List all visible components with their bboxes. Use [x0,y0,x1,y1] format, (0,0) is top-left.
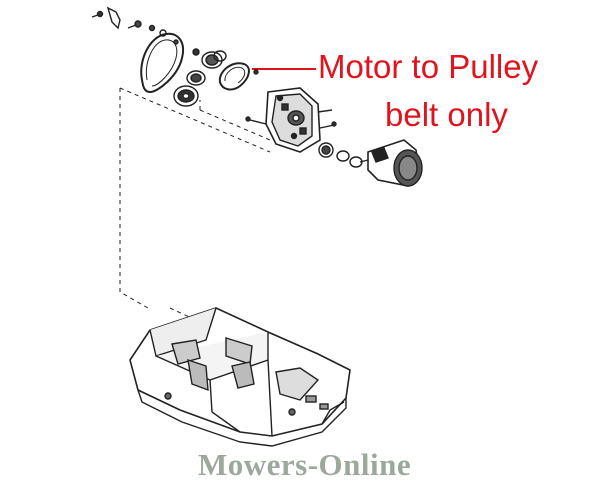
pulley-middle [186,70,206,86]
electric-motor [359,139,423,187]
watermark-logo-text: Mowers-Online [198,447,412,482]
pulley-upper [201,50,227,69]
bracket-part [91,6,121,30]
gearbox-housing [245,87,337,153]
small-screws [127,20,200,56]
bearing [318,142,334,158]
drive-belt [140,32,184,94]
callout-label-line2: belt only [385,96,508,133]
mower-deck [129,307,351,447]
seal-ring [336,150,350,162]
assembly-guide-lines [119,87,271,323]
motor-pulley-belt [218,62,250,91]
callout-label-line1: Motor to Pulley [318,48,539,85]
pulley-large [173,85,199,107]
